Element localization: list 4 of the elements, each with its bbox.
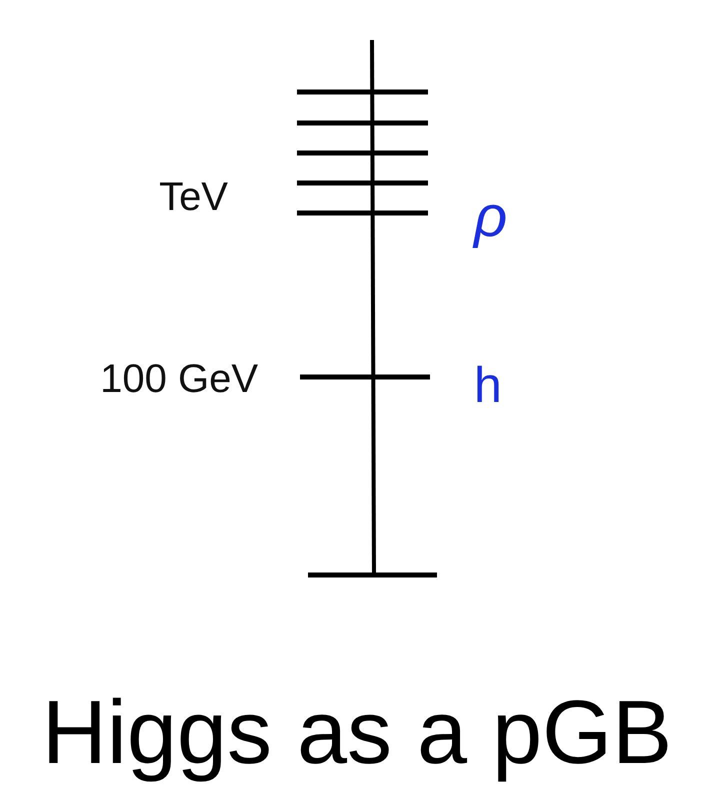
particle-symbol: ρ: [474, 188, 508, 246]
energy-scale-label: TeV: [159, 177, 228, 217]
particle-symbol: h: [474, 360, 502, 410]
energy-scale-label: 100 GeV: [100, 359, 258, 399]
